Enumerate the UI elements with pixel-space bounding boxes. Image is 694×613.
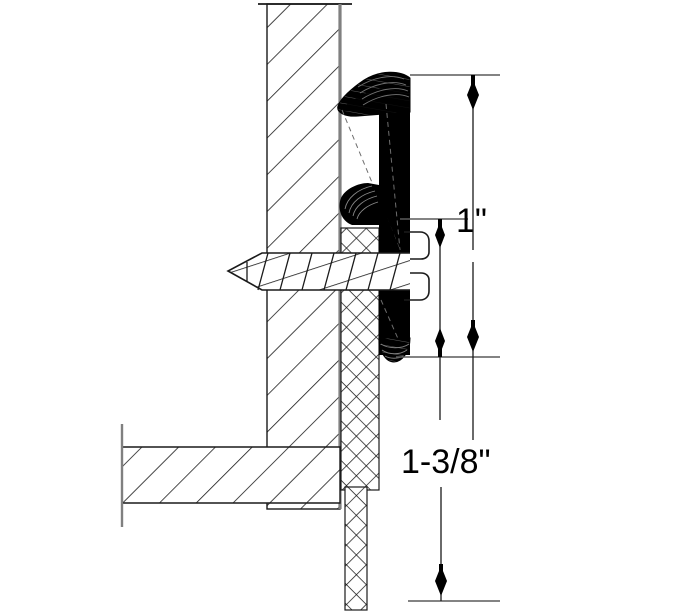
crosshatch-main-body [340,289,380,491]
crosshatch-tail-strip [344,486,368,611]
dim-upper-arrow-top-stem [438,219,442,231]
dim-upper-label: 1" [456,202,487,240]
dimension-lower-1-3-8-inch: 1-3/8" [401,74,500,602]
dim-lower-arrow-top [467,80,479,110]
dim-lower-arrow-mid-stem [471,320,475,334]
screw-thread-marks [246,252,401,291]
dim-upper-arrow-bottom [435,328,445,354]
snap-clip-upper-arm [404,231,430,260]
weatherstrip-mid-bulb-ribs [344,185,379,220]
dim-lower-arrow-mid [467,322,479,352]
weatherstrip-mid-bulb-seal [339,183,379,225]
dimension-upper-1-inch: 1" [396,202,500,420]
dim-upper-arrow-top [435,222,445,248]
dim-lower-label: 1-3/8" [401,443,491,481]
weatherstrip-top-fin-ribs [357,76,410,106]
weatherstrip-mid-bulb-wedge [379,196,400,250]
snap-clip-lower-arm [404,272,430,301]
dim-upper-arrow-bottom-stem [438,345,442,357]
panel-cross-hatched-layer [340,227,380,611]
screw-tip [228,253,262,290]
dim-lower-arrow-bottom [435,566,447,596]
dim-lower-arrow-bottom-stem [439,564,443,578]
floor-slab-hatch-fill [122,447,340,503]
floor-slab-assembly [120,424,341,527]
dim-lower-arrow-top-stem [471,75,475,89]
threaded-screw-fastener [226,252,410,291]
crosshatch-upper-block [340,227,380,255]
screw-shank [262,253,410,290]
weatherstrip-top-fin-shadow [340,86,410,113]
weatherstrip-inner-taper-line [385,103,401,251]
